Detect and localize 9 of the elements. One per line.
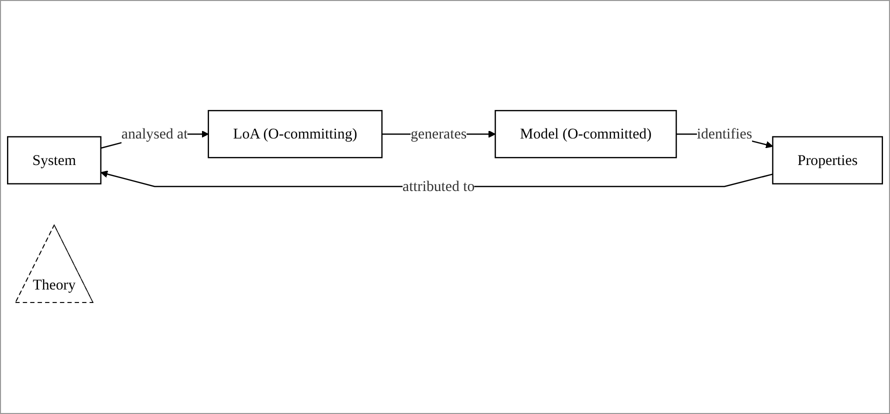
- edge-label: attributed to: [402, 178, 475, 195]
- node-box: Properties: [772, 136, 883, 185]
- arrow: [100, 171, 773, 188]
- node-box: System: [7, 136, 102, 185]
- node-box: Model (O-committed): [494, 110, 677, 159]
- edge-label: generates: [410, 126, 467, 142]
- node-box: LoA (O-committing): [208, 110, 383, 159]
- edge-label: identifies: [696, 126, 752, 142]
- edge-label: analysed at: [121, 126, 188, 142]
